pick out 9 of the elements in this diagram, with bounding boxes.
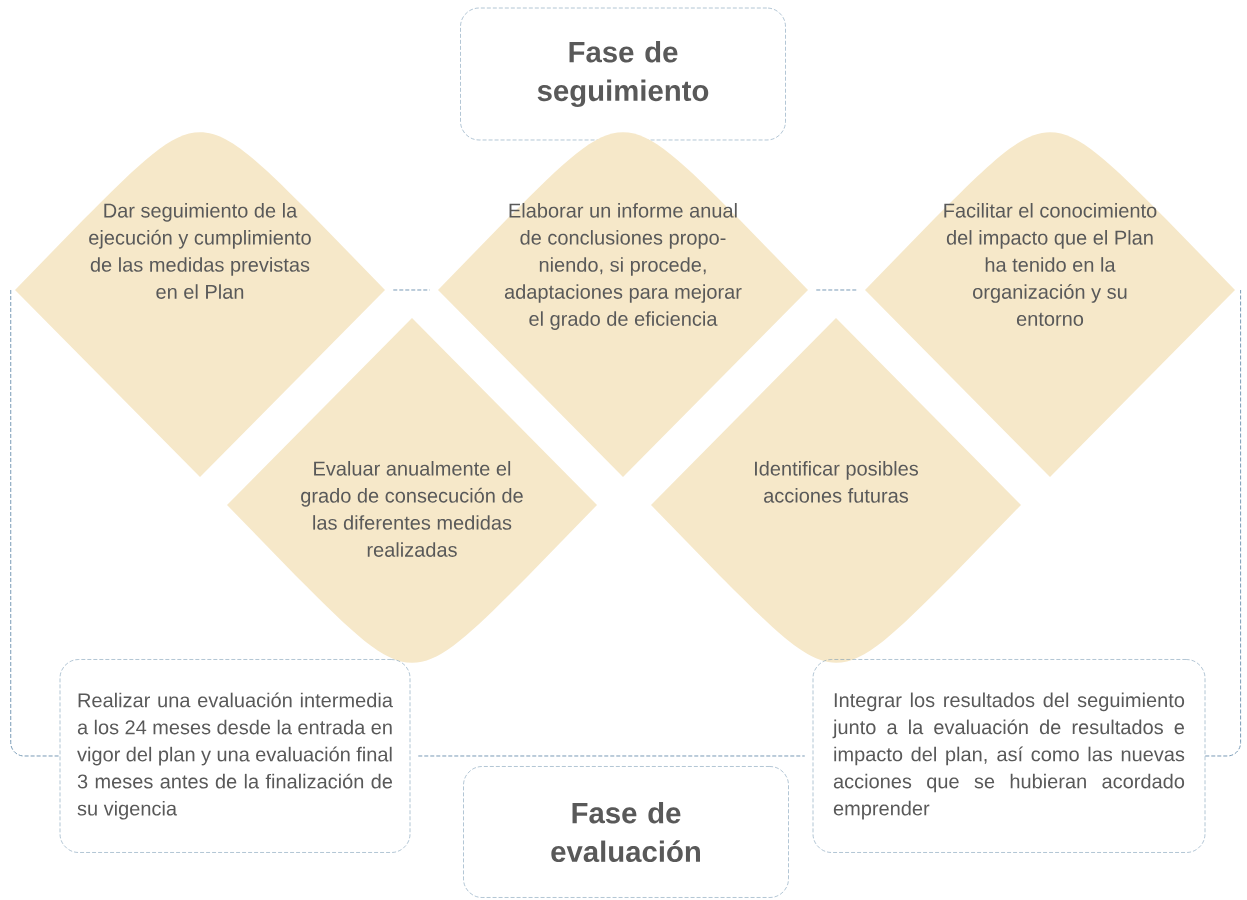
phase-box: Fase de seguimiento xyxy=(460,7,786,141)
connector-line xyxy=(815,289,858,291)
connector-line xyxy=(10,289,61,757)
connector-line xyxy=(392,289,431,291)
connector-line xyxy=(1204,289,1242,757)
connector-line xyxy=(417,755,806,757)
phase-box: Fase de evaluación xyxy=(463,766,789,898)
text-box: Integrar los resultados del seguimiento junto a la evaluación de resultados e impacto del plan, así como las nuevas acciones que se hubieran acordado emprender xyxy=(812,659,1206,853)
text-box: Realizar una evaluación intermedia a los 24 meses desde la entrada en vigor del plan y una evaluación final 3 meses antes de la finalización de su vigencia xyxy=(59,659,411,853)
